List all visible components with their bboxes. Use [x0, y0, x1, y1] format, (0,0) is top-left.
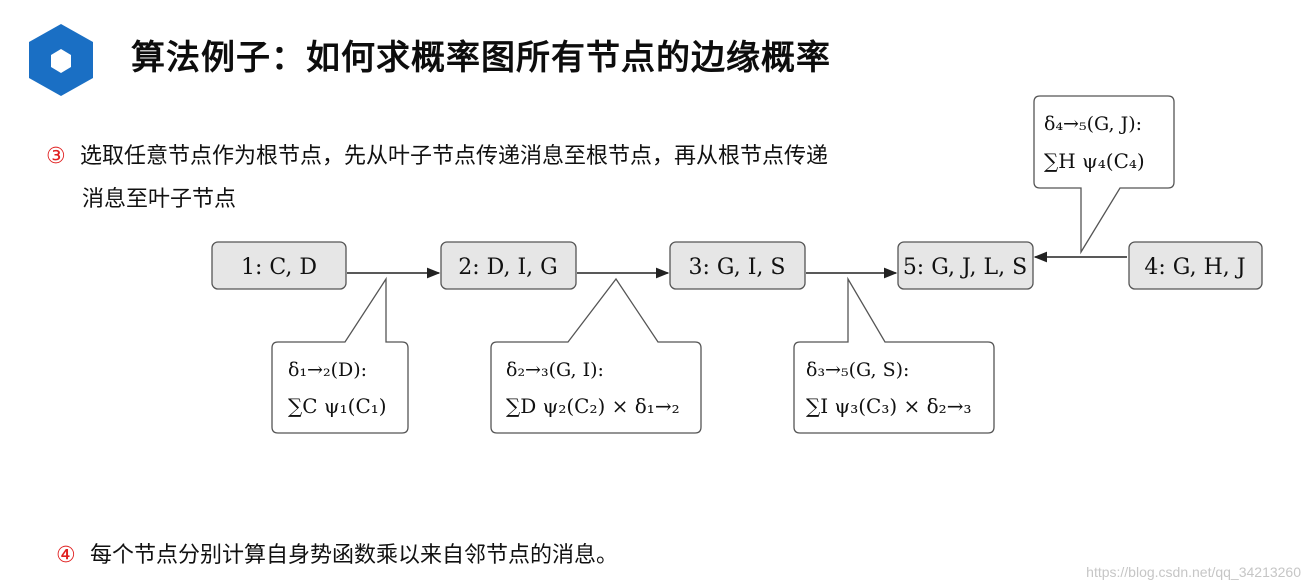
- message-1-2-line1: δ₁→₂(D):: [288, 359, 367, 381]
- node-5-label: 5: G, J, L, S: [903, 255, 1027, 280]
- step-3-number: ③: [46, 144, 66, 169]
- message-4-5: δ₄→₅(G, J): ∑H ψ₄(C₄): [1033, 95, 1175, 255]
- watermark: https://blog.csdn.net/qq_34213260: [1086, 564, 1301, 580]
- message-3-5-line2: ∑I ψ₃(C₃) × δ₂→₃: [806, 394, 971, 418]
- node-4-label: 4: G, H, J: [1144, 255, 1245, 280]
- message-3-5-line1: δ₃→₅(G, S):: [806, 359, 909, 381]
- message-2-3-line1: δ₂→₃(G, I):: [506, 359, 604, 381]
- node-2-label: 2: D, I, G: [458, 255, 558, 280]
- message-4-5-line2: ∑H ψ₄(C₄): [1044, 149, 1145, 173]
- node-1-label: 1: C, D: [241, 255, 317, 280]
- step-4: ④ 每个节点分别计算自身势函数乘以来自邻节点的消息。: [56, 537, 618, 569]
- step-4-line1: 每个节点分别计算自身势函数乘以来自邻节点的消息。: [90, 543, 619, 568]
- message-1-2-line2: ∑C ψ₁(C₁): [288, 394, 387, 418]
- hexagon-logo-icon: [29, 24, 93, 96]
- message-1-2: δ₁→₂(D): ∑C ψ₁(C₁): [271, 276, 409, 434]
- step-4-number: ④: [56, 543, 76, 568]
- message-2-3-line2: ∑D ψ₂(C₂) × δ₁→₂: [506, 394, 680, 418]
- node-3: 3: G, I, S: [669, 241, 806, 290]
- step-3: ③ 选取任意节点作为根节点，先从叶子节点传递消息至根节点，再从根节点传递: [46, 138, 828, 170]
- page-title: 算法例子：如何求概率图所有节点的边缘概率: [131, 38, 831, 78]
- step-3-cont: 消息至叶子节点: [82, 181, 236, 213]
- message-3-5: δ₃→₅(G, S): ∑I ψ₃(C₃) × δ₂→₃: [793, 276, 995, 434]
- node-1: 1: C, D: [211, 241, 347, 290]
- node-5: 5: G, J, L, S: [897, 241, 1034, 290]
- message-2-3: δ₂→₃(G, I): ∑D ψ₂(C₂) × δ₁→₂: [490, 277, 702, 434]
- node-3-label: 3: G, I, S: [689, 255, 786, 280]
- message-4-5-line1: δ₄→₅(G, J):: [1044, 113, 1142, 135]
- step-3-line2: 消息至叶子节点: [82, 187, 237, 212]
- step-3-line1: 选取任意节点作为根节点，先从叶子节点传递消息至根节点，再从根节点传递: [80, 144, 829, 169]
- node-4: 4: G, H, J: [1128, 241, 1263, 290]
- node-2: 2: D, I, G: [440, 241, 577, 290]
